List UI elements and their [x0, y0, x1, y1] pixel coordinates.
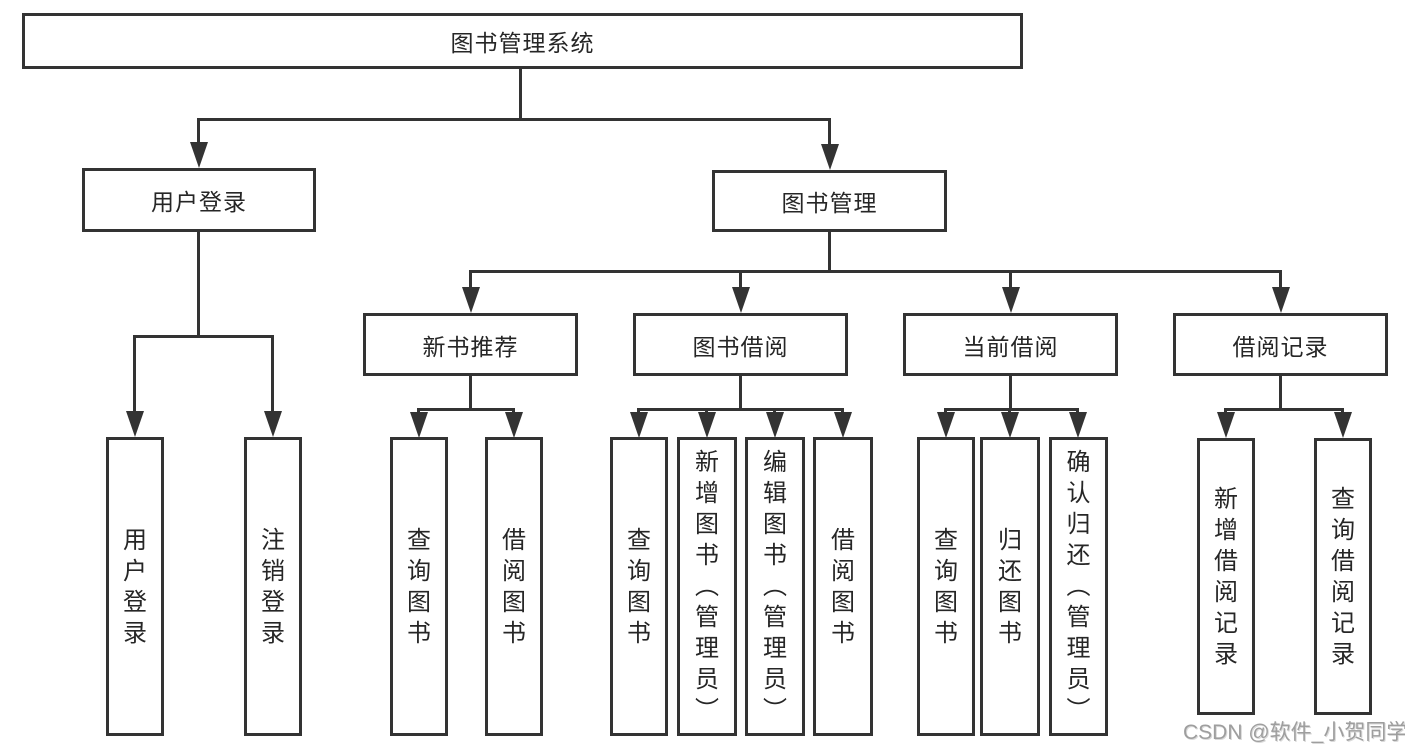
leaf-label: 查询图书: [407, 526, 431, 647]
arrow-down-icon: [1069, 412, 1087, 438]
connector-line: [1009, 376, 1012, 408]
leaf-borrow-book-recommend: 借阅图书: [485, 437, 543, 736]
connector-line: [1279, 270, 1282, 290]
arrow-down-icon: [264, 411, 282, 437]
leaf-label: 查询借阅记录: [1331, 485, 1355, 668]
leaf-label: 注销登录: [261, 526, 285, 647]
node-book-management: 图书管理: [712, 170, 947, 232]
arrow-down-icon: [732, 287, 750, 313]
node-library-management-system: 图书管理系统: [22, 13, 1023, 69]
connector-line: [739, 376, 742, 408]
leaf-edit-book-admin: 编辑图书︵管理员︶: [745, 437, 805, 736]
node-label: 图书管理: [781, 190, 878, 216]
connector-line: [519, 68, 522, 118]
node-label: 新书推荐: [422, 333, 519, 360]
arrow-down-icon: [1001, 412, 1019, 438]
leaf-logout: 注销登录: [244, 437, 302, 736]
connector-line: [271, 335, 274, 413]
connector-line: [828, 118, 831, 146]
arrow-down-icon: [505, 412, 523, 438]
leaf-query-book-recommend: 查询图书: [390, 437, 448, 736]
node-current-borrowing: 当前借阅: [903, 313, 1118, 376]
leaf-label: 新增借阅记录: [1214, 485, 1238, 668]
node-label: 图书管理系统: [450, 30, 595, 56]
connector-line: [944, 408, 1079, 411]
connector-line: [197, 232, 200, 335]
leaf-label: 确认归还︵管理员︶: [1066, 449, 1091, 724]
node-label: 当前借阅: [962, 333, 1059, 360]
arrow-down-icon: [1217, 412, 1235, 438]
leaf-user-login: 用户登录: [106, 437, 164, 736]
connector-line: [133, 335, 136, 413]
leaf-query-book-borrowing: 查询图书: [610, 437, 668, 736]
connector-line: [197, 118, 831, 121]
connector-line: [637, 408, 843, 411]
connector-line: [469, 270, 1282, 273]
arrow-down-icon: [462, 287, 480, 313]
node-new-book-recommend: 新书推荐: [363, 313, 578, 376]
connector-line: [1009, 270, 1012, 290]
arrow-down-icon: [698, 412, 716, 438]
leaf-add-borrow-record: 新增借阅记录: [1197, 438, 1255, 715]
node-book-borrowing: 图书借阅: [633, 313, 848, 376]
arrow-down-icon: [190, 142, 208, 168]
node-user-login: 用户登录: [82, 168, 316, 232]
leaf-label: 查询图书: [934, 526, 958, 647]
leaf-label: 新增图书︵管理员︶: [695, 449, 719, 724]
leaf-add-book-admin: 新增图书︵管理员︶: [677, 437, 737, 736]
arrow-down-icon: [834, 412, 852, 438]
connector-line: [1224, 408, 1343, 411]
connector-line: [197, 118, 200, 146]
connector-line: [1279, 376, 1282, 408]
arrow-down-icon: [1272, 287, 1290, 313]
arrow-down-icon: [1002, 287, 1020, 313]
arrow-down-icon: [766, 412, 784, 438]
arrow-down-icon: [821, 144, 839, 170]
leaf-label: 借阅图书: [502, 526, 526, 647]
leaf-label: 编辑图书︵管理员︶: [763, 449, 787, 724]
arrow-down-icon: [126, 411, 144, 437]
leaf-label: 用户登录: [123, 526, 147, 647]
node-label: 图书借阅: [692, 333, 789, 360]
node-borrowing-records: 借阅记录: [1173, 313, 1388, 376]
leaf-label: 借阅图书: [831, 526, 855, 647]
leaf-label: 归还图书: [998, 526, 1022, 647]
connector-line: [469, 270, 472, 290]
node-label: 用户登录: [151, 189, 247, 215]
connector-line: [469, 376, 472, 408]
leaf-query-borrow-record: 查询借阅记录: [1314, 438, 1372, 715]
connector-line: [828, 232, 831, 270]
connector-line: [739, 270, 742, 290]
csdn-watermark: CSDN @软件_小贺同学: [1183, 721, 1405, 744]
arrow-down-icon: [1334, 412, 1352, 438]
arrow-down-icon: [410, 412, 428, 438]
leaf-query-book-current: 查询图书: [917, 437, 975, 736]
leaf-return-book: 归还图书: [980, 437, 1040, 736]
arrow-down-icon: [630, 412, 648, 438]
leaf-confirm-return-admin: 确认归还︵管理员︶: [1049, 437, 1108, 736]
node-label: 借阅记录: [1232, 333, 1329, 360]
leaf-label: 查询图书: [627, 526, 651, 647]
connector-line: [417, 408, 514, 411]
connector-line: [134, 335, 274, 338]
leaf-borrow-book: 借阅图书: [813, 437, 873, 736]
arrow-down-icon: [937, 412, 955, 438]
